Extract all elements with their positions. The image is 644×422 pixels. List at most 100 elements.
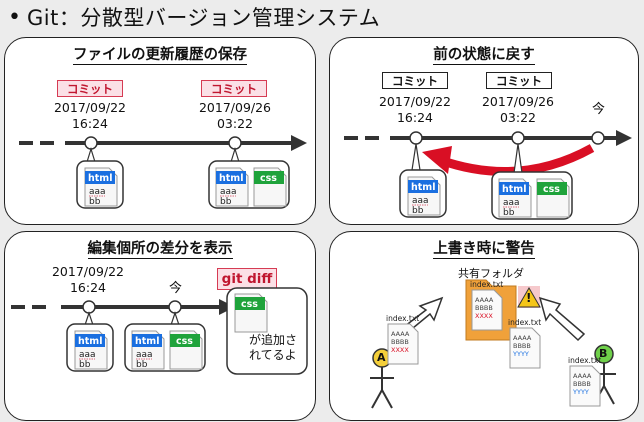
file-line: bb (89, 197, 101, 207)
shared-folder-label: 共有フォルダ (458, 267, 524, 280)
file-line: aaa (79, 350, 96, 360)
panel-revert: 前の状態に戻す コミット コミット 2017/09/22 16:24 2017/… (329, 37, 639, 225)
user-b-label: B (599, 347, 608, 360)
commit-node (409, 131, 423, 145)
document-line: YYYY (512, 350, 529, 358)
panel-title: 編集個所の差分を表示 (87, 241, 233, 259)
css-file: css (252, 166, 288, 212)
document-line: AAAA (573, 372, 592, 380)
warning-mark: ! (526, 291, 532, 305)
callout-pointer (84, 311, 94, 326)
upload-arrow-right (538, 296, 586, 342)
file-name-label: index.txt (386, 314, 419, 323)
callout-pointer (513, 143, 523, 174)
html-tag: html (78, 336, 102, 347)
css-file-icon: css (253, 167, 287, 207)
panel-title: 上書き時に警告 (433, 241, 535, 259)
document-line: YYYY (572, 388, 589, 396)
now-node (591, 131, 605, 145)
commit-time: 16:24 (71, 116, 109, 131)
timeline-arrowhead (616, 130, 632, 146)
timeline-arrowhead (291, 135, 307, 151)
css-file-icon: css (234, 293, 268, 333)
file-line: bb (136, 360, 148, 370)
file-line: bb (79, 360, 91, 370)
document-line: BBBB (391, 338, 409, 346)
commit-badge: コミット (382, 72, 448, 89)
css-tag: css (176, 336, 193, 347)
commit-badge: コミット (201, 80, 267, 97)
revert-arrowhead (422, 146, 452, 174)
css-tag: css (543, 184, 560, 195)
commit-date: 2017/09/22 (378, 94, 452, 109)
commit-date: 2017/09/26 (198, 100, 272, 115)
callout-pointer (411, 143, 421, 171)
file-name-label: index.txt (470, 280, 503, 289)
document-line: BBBB (573, 380, 591, 388)
file-name-label: index.txt (568, 356, 601, 365)
file-line: bb (220, 197, 232, 207)
commit-date: 2017/09/26 (481, 94, 555, 109)
html-tag: html (135, 336, 159, 347)
callout-pointer (230, 146, 240, 163)
file-line: bb (503, 208, 515, 218)
css-tag: css (260, 173, 277, 184)
css-file-added: css (233, 292, 269, 338)
file-line: aaa (503, 198, 520, 208)
document-line: AAAA (475, 296, 494, 304)
file-name-label: index.txt (508, 318, 541, 327)
file-line: bb (412, 206, 424, 216)
now-label: 今 (169, 281, 183, 296)
commit-badge: コミット (486, 72, 552, 89)
document-line: XXXX (475, 312, 493, 320)
commit-time: 03:22 (499, 110, 537, 125)
callout-pointer (86, 146, 96, 163)
added-note: が追加さ れてるよ (249, 333, 298, 362)
file-line: aaa (89, 187, 106, 197)
commit-time: 03:22 (216, 116, 254, 131)
slide-title-row: • Git：分散型バージョン管理システム (8, 2, 380, 32)
html-tag: html (502, 184, 526, 195)
file-line: aaa (136, 350, 153, 360)
warning-icon (517, 287, 541, 308)
css-tag: css (241, 299, 258, 310)
panel-save-history: ファイルの更新履歴の保存 コミット コミット 2017/09/22 16:24 … (4, 37, 316, 225)
commit-time: 16:24 (69, 280, 107, 295)
now-label: 今 (592, 102, 606, 117)
commit-badge: コミット (57, 80, 123, 97)
css-file-icon: css (169, 330, 203, 370)
overwrite-graphic: index.txtAAAABBBBXXXXindex.txtAAAABBBBXX… (370, 279, 616, 409)
css-file: css (535, 177, 571, 223)
commit-date: 2017/09/22 (53, 100, 127, 115)
html-tag: html (411, 182, 435, 193)
document-line: AAAA (391, 330, 410, 338)
user-a-figure (370, 348, 394, 409)
commit-time: 16:24 (396, 110, 434, 125)
css-file-icon: css (536, 178, 570, 218)
panel-title: ファイルの更新履歴の保存 (73, 47, 247, 65)
commit-node (511, 131, 525, 145)
file-line: aaa (220, 187, 237, 197)
document-line: XXXX (391, 346, 409, 354)
panel-show-diff: 編集個所の差分を表示 2017/09/22 16:24 今 git diff h… (4, 231, 316, 421)
document-line: AAAA (513, 334, 532, 342)
callout-pointer (170, 311, 180, 326)
html-tag: html (219, 173, 243, 184)
file-line: aaa (412, 196, 429, 206)
